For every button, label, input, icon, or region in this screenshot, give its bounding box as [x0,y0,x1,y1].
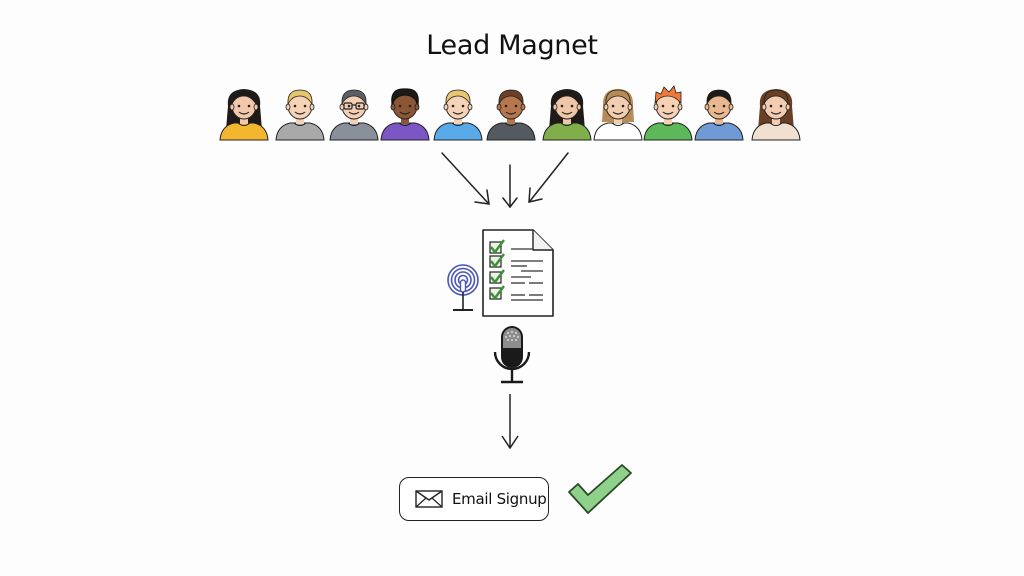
person-avatar [749,84,803,142]
microphone-icon [493,326,531,384]
podcast-icon [447,264,479,311]
person-avatar [692,84,746,142]
person-avatar [591,84,645,142]
person-avatar [273,84,327,142]
down-arrow [501,394,519,450]
checklist-document-icon [482,229,554,317]
checkmark-icon [568,464,632,514]
person-avatar [378,84,432,142]
converging-arrows [441,152,569,209]
envelope-icon [415,490,443,508]
person-avatar [641,84,695,142]
person-avatar [540,84,594,142]
diagram-title: Lead Magnet [426,30,598,61]
person-avatar [327,84,381,142]
person-avatar [484,84,538,142]
email-signup-label: Email Signup [452,490,547,508]
audience-row [0,84,1024,142]
email-signup-button[interactable]: Email Signup [399,477,549,521]
person-avatar [217,84,271,142]
person-avatar [431,84,485,142]
